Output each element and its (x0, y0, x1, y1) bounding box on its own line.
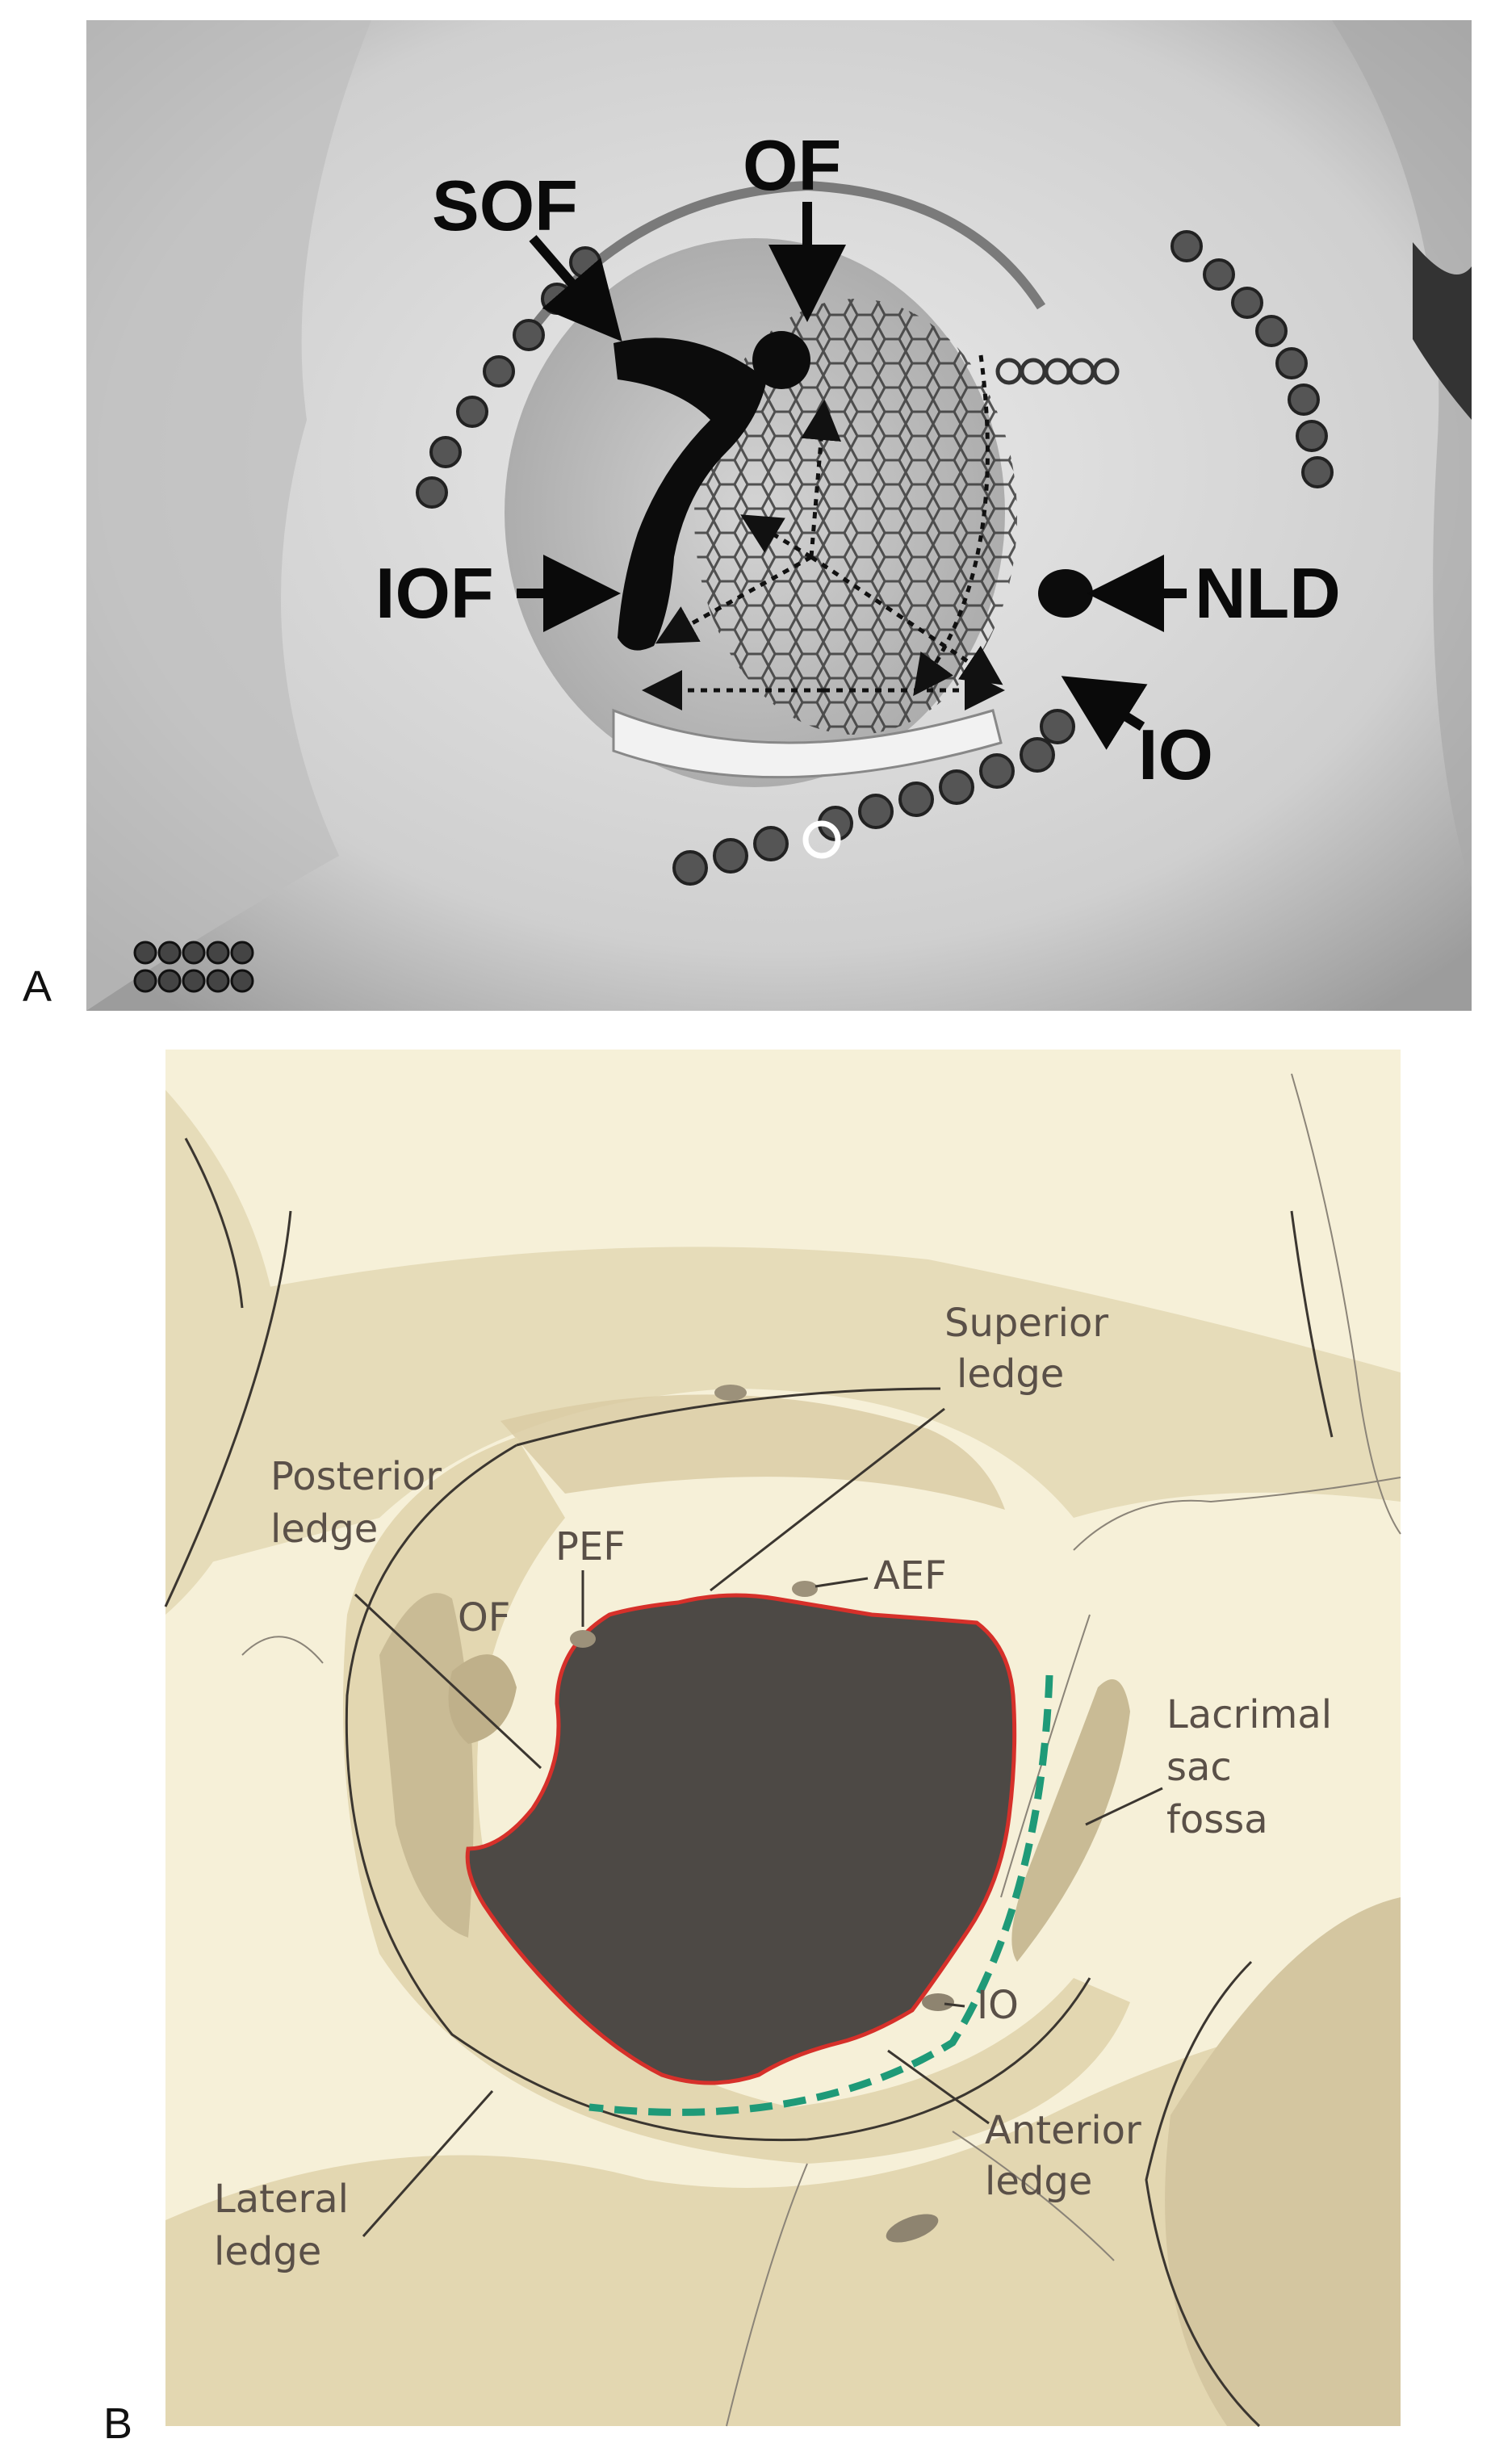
aef-foramen (792, 1581, 818, 1597)
label-io-a: IO (1138, 714, 1213, 794)
label-lacrimal-line2: sac (1166, 1745, 1232, 1790)
region-lacrimal-fossa (1011, 1679, 1130, 1962)
io-foramen (922, 1993, 954, 2011)
bone-outlines (164, 1138, 1334, 2428)
label-anterior-ledge-line2: ledge (985, 2159, 1092, 2204)
skull-shading-left (86, 20, 371, 1011)
region-frontal (165, 1247, 1401, 1574)
optic-foramen-marking (752, 331, 810, 389)
label-of-a: OF (743, 125, 841, 205)
label-arrows (517, 202, 1187, 750)
label-nld: NLD (1195, 553, 1341, 633)
screw-ring-white (802, 820, 841, 859)
skull-shading-right (1332, 20, 1472, 888)
label-pef: PEF (555, 1524, 626, 1569)
leader-lines (354, 1407, 1163, 2237)
label-lacrimal-line3: fossa (1166, 1797, 1268, 1842)
orbit-floor-ledge (612, 708, 1003, 779)
dashed-margin-line (588, 1674, 1053, 2116)
panel-a: SOF OF IOF NLD IO (86, 20, 1472, 1011)
region-left-cheek (165, 1090, 283, 1615)
orbital-mesh-implant (694, 299, 1017, 735)
region-lateral-wall (343, 1437, 1130, 2164)
label-sof: SOF (432, 166, 578, 245)
fixation-plate-inferior (672, 709, 1075, 886)
vector-arrows (642, 354, 1005, 710)
pef-foramen (570, 1630, 596, 1648)
label-lateral-ledge-line2: ledge (214, 2229, 321, 2274)
label-iof: IOF (375, 553, 494, 633)
label-aef: AEF (873, 1553, 947, 1599)
label-lacrimal-line1: Lacrimal (1166, 1692, 1332, 1737)
skull-dark-corner (1413, 242, 1472, 420)
region-posterior-shadow (379, 1593, 474, 1938)
label-io-b: IO (977, 1983, 1019, 2028)
fixation-plate-corner (133, 941, 254, 993)
label-lateral-ledge-line1: Lateral (214, 2177, 349, 2222)
small-foramen-top (714, 1385, 747, 1401)
fixation-plate-medial (995, 358, 1120, 385)
label-superior-ledge-line2: ledge (957, 1351, 1064, 1397)
nld-marking (1038, 569, 1093, 618)
region-superior-ledge (500, 1394, 1005, 1510)
fixation-plate-right (1170, 230, 1334, 488)
orbital-defect (465, 1593, 1017, 2085)
label-superior-ledge-line1: Superior (944, 1301, 1108, 1346)
region-lower-maxilla (165, 2002, 1401, 2426)
label-anterior-ledge-line1: Anterior (985, 2108, 1141, 2153)
label-posterior-ledge-line1: Posterior (270, 1454, 442, 1499)
sof-iof-black-marking (613, 337, 767, 651)
panel-b: Superior ledge Posterior ledge PEF AEF O… (164, 1050, 1401, 2428)
label-posterior-ledge-line2: ledge (270, 1506, 378, 1552)
region-of-bump (448, 1654, 517, 1744)
panel-letter-a: A (23, 962, 52, 1011)
label-of-b: OF (458, 1595, 510, 1641)
region-lower-right (1165, 1897, 1401, 2426)
panel-letter-b: B (103, 2399, 133, 2448)
small-foramen-bottom (886, 2214, 939, 2243)
